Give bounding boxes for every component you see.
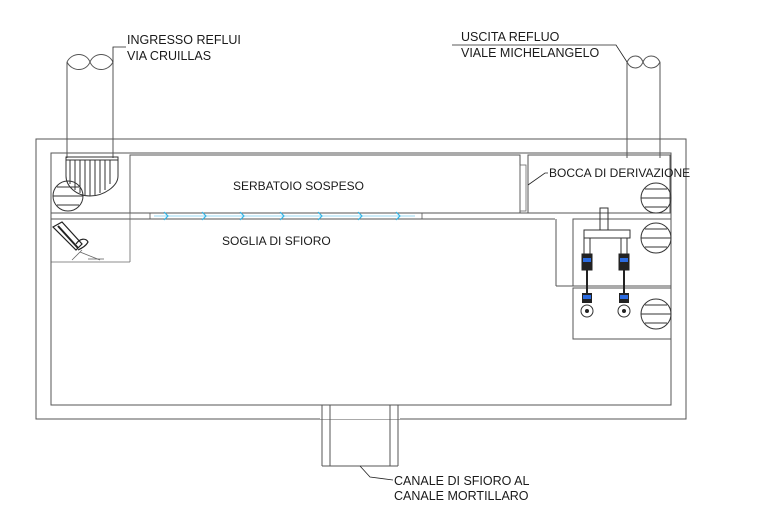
leader-lines <box>112 44 628 481</box>
pump-chamber-upper <box>555 218 672 287</box>
diversion-chamber <box>527 154 671 214</box>
outlet-pipe-icon <box>626 55 661 158</box>
weir-label: SOGLIA DI SFIORO <box>222 234 331 248</box>
outlet-label: USCITA REFLUO <box>461 30 560 44</box>
overflow-weir <box>51 212 555 220</box>
pump-icon <box>640 182 672 214</box>
channel-label: CANALE DI SFIORO AL <box>394 474 530 488</box>
mixer-icon <box>52 221 104 261</box>
diversion-label: BOCCA DI DERIVAZIONE <box>549 166 690 180</box>
inlet-compartment <box>51 155 131 263</box>
channel-destination-label: CANALE MORTILLARO <box>394 489 529 503</box>
valve-manifold <box>583 207 631 255</box>
valve-icon <box>617 293 631 318</box>
inlet-label: INGRESSO REFLUI <box>127 33 241 47</box>
inlet-pipe-icon <box>66 54 114 158</box>
inlet-drum-screen-icon <box>65 156 119 197</box>
flow-arrow-icon <box>154 211 415 221</box>
pump-icon <box>640 222 672 254</box>
valve-icon <box>580 293 594 318</box>
inlet-pump-icon <box>52 180 84 212</box>
outlet-street-label: VIALE MICHELANGELO <box>461 46 600 60</box>
overflow-channel <box>320 404 400 467</box>
valve-icon <box>618 253 630 296</box>
tank-label: SERBATOIO SOSPESO <box>233 179 364 193</box>
valve-icon <box>581 253 593 296</box>
inlet-street-label: VIA CRUILLAS <box>127 49 211 63</box>
pump-icon <box>640 298 672 330</box>
